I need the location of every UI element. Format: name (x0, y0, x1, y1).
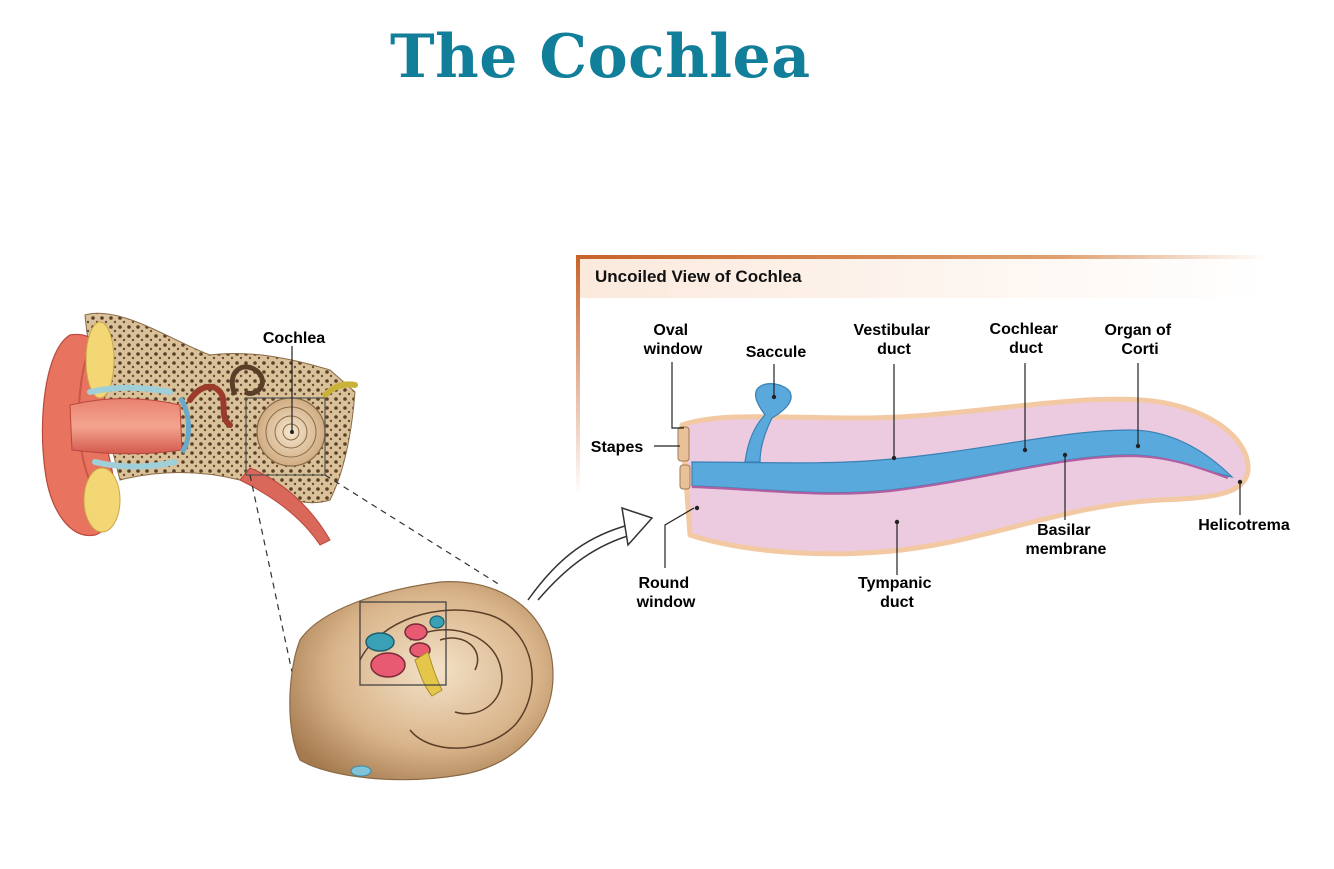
cochlea-zoom-box (245, 397, 326, 476)
chamber-3 (404, 623, 428, 641)
round-window-spot (350, 765, 372, 777)
saccule-label: Saccule (746, 344, 807, 361)
fat-tissue-lower (83, 467, 121, 533)
zoom-line-right (324, 474, 501, 586)
auditory-tube (239, 467, 331, 546)
page-title: The Cochlea (390, 22, 811, 92)
saccule (744, 383, 792, 463)
stapes-footplate-upper (677, 426, 690, 462)
panel-top-border (576, 255, 1268, 259)
chamber-2 (365, 632, 395, 652)
shell-whorl-3 (439, 637, 479, 671)
panel-heading-band (578, 258, 1268, 298)
ear-canal (69, 398, 183, 455)
semicircular-canals (229, 364, 265, 396)
panel-heading: Uncoiled View of Cochlea (595, 267, 802, 286)
stapes-label: Stapes (591, 439, 644, 456)
vestibular-duct-label: Vestibular duct (854, 322, 935, 358)
round-window-label: Round window (636, 575, 696, 611)
stapes-footplate-lower (679, 464, 691, 490)
basilar-membrane-line (691, 454, 1229, 495)
oval-window-leader (671, 362, 684, 429)
cochlear-duct-label: Cochlear duct (990, 321, 1063, 357)
cochlea-shell-enlarged (289, 581, 554, 781)
uncoiled-view-panel: Uncoiled View of Cochlea Oval (576, 255, 1290, 611)
round-window-leader (664, 507, 695, 568)
cochlea-label: Cochlea (263, 330, 325, 347)
canal-cartilage-bottom (92, 459, 178, 470)
helicotrema-label: Helicotrema (1198, 517, 1290, 534)
chamber-1 (370, 652, 406, 678)
oval-window-label: Oval window (643, 322, 703, 358)
canal-cartilage-top (87, 384, 173, 395)
tympanic-duct-label: Tympanic duct (858, 575, 936, 611)
fat-tissue-upper (85, 321, 115, 399)
shell-body (289, 581, 554, 781)
organ-of-corti-label: Organ of Corti (1104, 322, 1175, 358)
shell-whorl-1 (359, 609, 533, 749)
basilar-membrane-label: Basilar membrane (1026, 522, 1107, 558)
shell-whorl-2 (409, 629, 503, 715)
zoom-arrow (527, 506, 654, 601)
chamber-zoom-box (359, 601, 447, 686)
eardrum (177, 396, 191, 454)
ear-cross-section: Cochlea (41, 312, 358, 546)
ossicles (187, 383, 233, 428)
zoom-line-left (249, 474, 293, 673)
vestibular-nerve (322, 381, 358, 398)
panel-left-border (576, 255, 580, 495)
chamber-5 (429, 615, 445, 629)
